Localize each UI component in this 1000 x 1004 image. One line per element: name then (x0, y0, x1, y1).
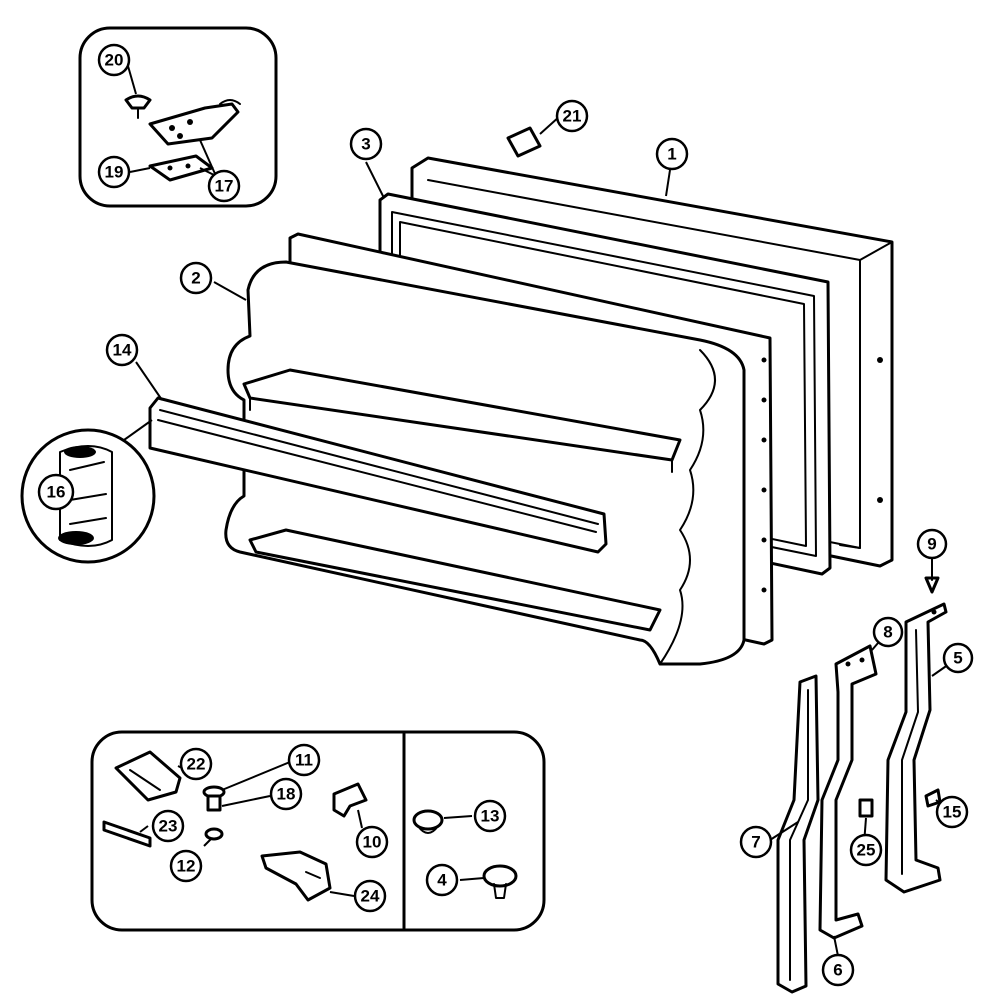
part-5-bracket (884, 602, 948, 894)
callout-14: 14 (105, 333, 139, 367)
part-14-rail (135, 361, 608, 554)
callout-13: 13 (473, 799, 507, 833)
part-19-shim (148, 154, 214, 182)
callout-22: 22 (179, 747, 213, 781)
callout-11: 11 (287, 743, 321, 777)
part-7-bracket (776, 674, 820, 994)
part-20-screw (124, 94, 152, 119)
callout-16: 16 (37, 473, 75, 511)
svg-text:5: 5 (953, 649, 962, 668)
callout-18: 18 (269, 777, 303, 811)
svg-text:6: 6 (833, 961, 842, 980)
callout-1: 1 (655, 137, 689, 171)
svg-text:11: 11 (295, 751, 313, 770)
svg-text:25: 25 (857, 841, 876, 860)
part-17-hinge (148, 99, 241, 146)
part-16-detail (20, 419, 156, 564)
svg-text:21: 21 (563, 107, 582, 126)
svg-text:22: 22 (187, 755, 206, 774)
svg-text:24: 24 (361, 887, 380, 906)
svg-text:1: 1 (667, 145, 676, 164)
callout-17: 17 (207, 169, 241, 203)
callout-15: 15 (935, 795, 969, 829)
svg-text:10: 10 (363, 833, 382, 852)
svg-text:15: 15 (943, 803, 962, 822)
part-15-screw (924, 788, 942, 808)
callout-4: 4 (425, 863, 459, 897)
callout-10: 10 (355, 825, 389, 859)
svg-text:9: 9 (927, 535, 936, 554)
callout-25: 25 (849, 833, 883, 867)
callout-21: 21 (555, 99, 589, 133)
svg-text:23: 23 (159, 817, 178, 836)
part-2-door-liner (213, 232, 774, 666)
svg-text:4: 4 (437, 871, 447, 890)
callout-23: 23 (151, 809, 185, 843)
callout-20: 20 (97, 43, 131, 77)
svg-text:17: 17 (215, 177, 234, 196)
svg-text:18: 18 (277, 785, 296, 804)
part-21-pad (506, 115, 561, 158)
callout-12: 12 (169, 849, 203, 883)
callout-9: 9 (916, 528, 948, 560)
callout-19: 19 (97, 155, 131, 189)
callout-3: 3 (349, 127, 383, 161)
callout-7: 7 (739, 825, 773, 859)
callout-5: 5 (942, 642, 974, 674)
svg-text:8: 8 (883, 623, 892, 642)
callout-8: 8 (872, 616, 904, 648)
hardware-inset (90, 730, 546, 932)
svg-text:19: 19 (105, 163, 124, 182)
svg-text:14: 14 (113, 341, 132, 360)
hinge-inset (78, 26, 278, 208)
callout-2: 2 (179, 261, 213, 295)
part-25-clip (858, 798, 874, 818)
svg-text:7: 7 (751, 833, 760, 852)
svg-text:3: 3 (361, 135, 370, 154)
svg-text:20: 20 (105, 51, 124, 70)
svg-text:13: 13 (481, 807, 500, 826)
callout-6: 6 (821, 953, 855, 987)
part-9-screw (924, 573, 940, 594)
svg-text:16: 16 (47, 483, 66, 502)
part-8-bracket (818, 644, 878, 940)
svg-text:12: 12 (177, 857, 196, 876)
callout-24: 24 (353, 879, 387, 913)
svg-text:2: 2 (191, 269, 200, 288)
